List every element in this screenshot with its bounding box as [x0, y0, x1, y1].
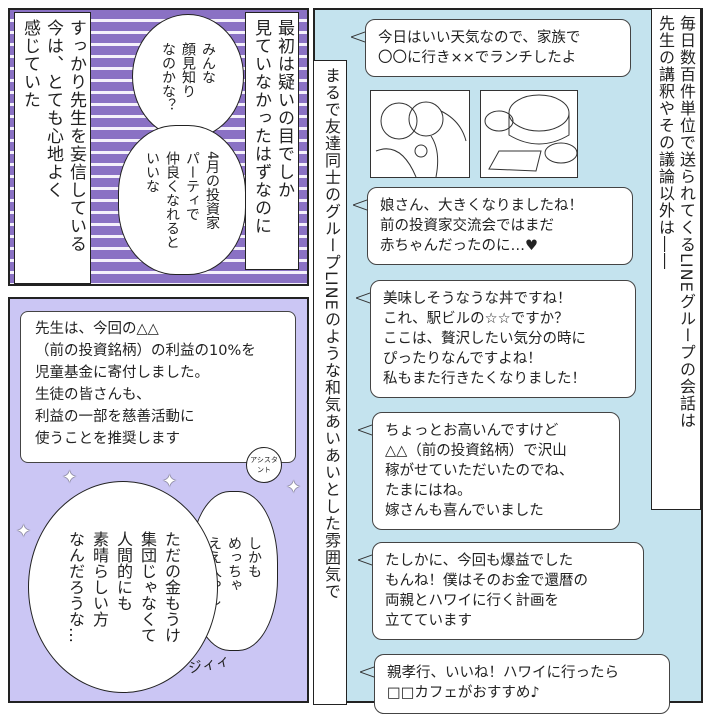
family-photo: [370, 90, 470, 178]
chat-message: 美味しそうなうな丼ですね！ これ、駅ビルの☆☆ですか？ ここは、贅沢したい気分の…: [370, 280, 636, 398]
panel-1: 最初は疑いの目でしか 見ていなかったはずなのに すっかり先生を妄信している 今は…: [8, 8, 309, 286]
chat-message: 親孝行、いいね！ハワイに行ったら □□カフェがおすすめ♪: [374, 654, 670, 714]
sparkle-icon: ✦: [162, 471, 178, 492]
sparkle-icon: ✦: [62, 467, 78, 488]
caption-left: すっかり先生を妄信している 今は、とても心地よく 感じていた: [14, 12, 91, 284]
caption-left: まるで友達同士のグループLINEのような和気あいあいとした雰囲気で: [313, 60, 347, 705]
panel-2: 先生は、今回の△△ （前の投資銘柄）の利益の10%を 児童基金に寄付しました。 …: [8, 297, 309, 703]
chat-message: 娘さん、大きくなりましたね！ 前の投資家交流会ではまだ 赤ちゃんだったのに…♥: [367, 187, 633, 265]
food-photo: [480, 90, 578, 178]
thought-bubble-top: みんな 顔見知り なのかな？: [132, 14, 244, 139]
thought-bubble-bottom: 4月の投資家 パーティで 仲良くなれると いいな: [118, 125, 246, 275]
caption-right: 毎日数百件単位で送られてくるLINEグループの会話は 先生の講釈やその議論以外は…: [651, 8, 701, 510]
assistant-message: 先生は、今回の△△ （前の投資銘柄）の利益の10%を 児童基金に寄付しました。 …: [20, 311, 296, 463]
chat-message: 今日はいい天気なので、家族で 〇〇に行き××でランチしたよ: [365, 19, 631, 77]
chat-message: たしかに、今回も爆益でした もんね！僕はそのお金で還暦の 両親とハワイに行く計画…: [372, 542, 644, 640]
panel-3: 毎日数百件単位で送られてくるLINEグループの会話は 先生の講釈やその議論以外は…: [313, 8, 703, 714]
sparkle-icon: ✦: [286, 477, 302, 498]
thought-bubble-large: ただの金もうけ 集団じゃなくて 人間的にも 素晴らしい方 なんだろうな…: [28, 481, 218, 693]
assistant-badge: アシスタント: [246, 447, 282, 483]
chat-message: ちょっとお高いんですけど △△（前の投資銘柄）で沢山 稼がせていただいたのでね、…: [372, 412, 620, 530]
caption-right: 最初は疑いの目でしか 見ていなかったはずなのに: [245, 12, 299, 270]
sparkle-icon: ✦: [16, 521, 32, 542]
